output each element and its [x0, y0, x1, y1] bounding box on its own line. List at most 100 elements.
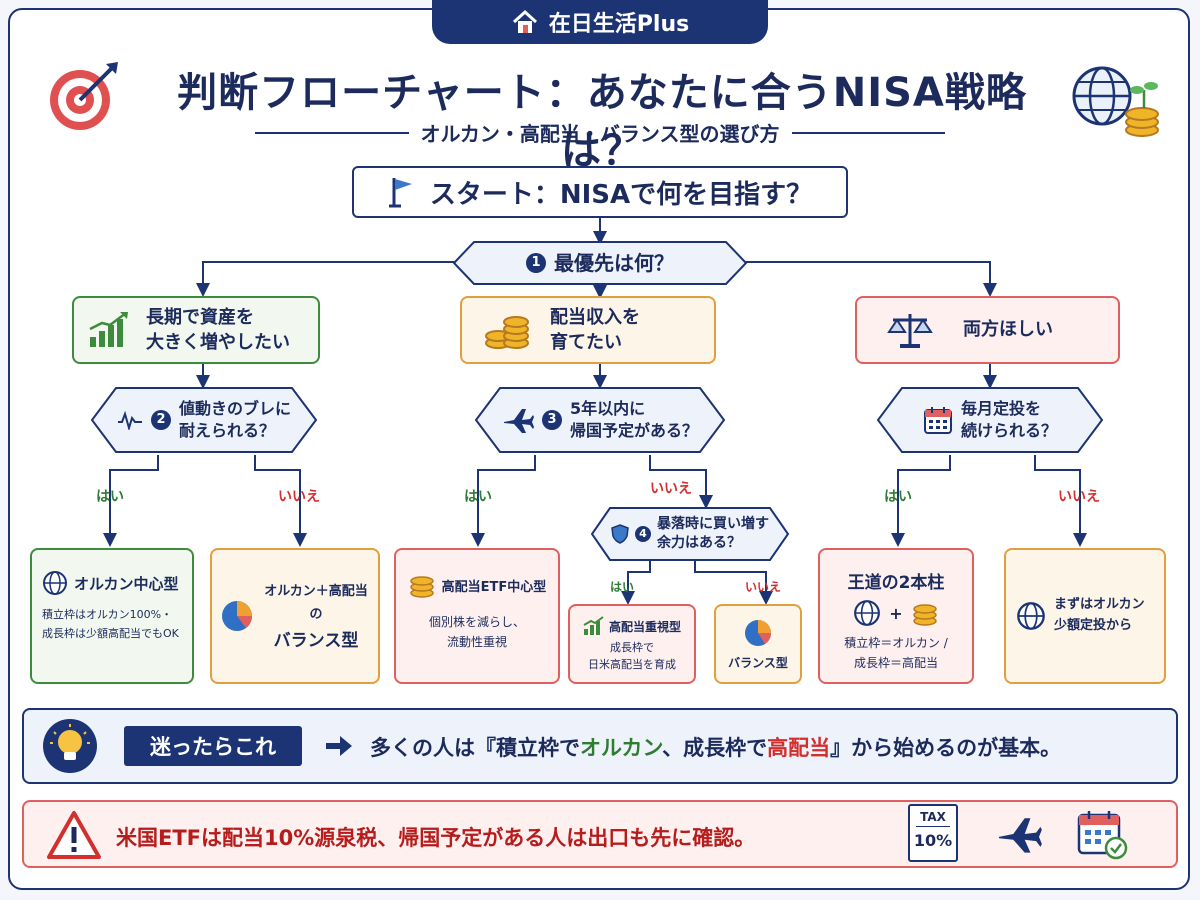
calendar-check-icon [1076, 808, 1128, 860]
warning-bar: 米国ETFは配当10%源泉税、帰国予定がある人は出口も先に確認。 TAX 10% [22, 800, 1178, 868]
question-1-text: 最優先は何？ [554, 250, 674, 275]
category-dividend-line2: 育てたい [550, 332, 622, 353]
question-2-line2: 耐えられる？ [178, 421, 275, 440]
coins-small-icon [408, 572, 436, 598]
question-2-number: 2 [150, 410, 171, 430]
pie-chart-icon [220, 599, 254, 633]
question-4: 4 暴落時に買い増す余力はある？ [590, 506, 790, 562]
target-icon [46, 58, 122, 134]
result-orukan-core-line2: 成長枠は少額高配当でもOK [42, 626, 179, 640]
tax-value: 10% [913, 831, 953, 850]
question-4-line2: 余力はある？ [657, 535, 741, 551]
start-label: スタート：NISAで何を目指す？ [429, 179, 813, 210]
result-dividend-focus: 高配当重視型 成長枠で日米高配当を育成 [568, 604, 696, 684]
home-icon [511, 9, 539, 35]
question-3-line1: 5年以内に [569, 399, 646, 419]
question-5: 毎月定投を続けられる？ [876, 386, 1104, 454]
subtitle-divider-right [791, 131, 945, 134]
result-two-pillars-line1: 積立枠＝オルカン / [844, 636, 948, 650]
brand-name: 在日生活Plus [548, 12, 690, 37]
result-orukan-core-title: オルカン中心型 [74, 574, 179, 593]
q4-yes-label: はい [610, 580, 635, 594]
category-both: 両方ほしい [855, 296, 1120, 364]
result-dividend-focus-line1: 成長枠で [610, 641, 654, 654]
coins-icon [484, 310, 530, 350]
question-3-line2: 帰国予定がある？ [569, 421, 698, 440]
coins-small-icon-2 [911, 600, 939, 626]
arrow-right-icon [324, 734, 354, 758]
q3-no-label: いいえ [650, 481, 692, 497]
tip-message: 多くの人は『積立枠でオルカン、成長枠で高配当』から始めるのが基本。 [370, 732, 1061, 762]
globe-coins-icon [1070, 64, 1166, 140]
q5-yes-label: はい [884, 489, 912, 505]
plus-sign: + [889, 603, 903, 623]
subtitle: オルカン・高配当・バランス型の選び方 [420, 122, 780, 146]
result-start-small-line2: 少額定投から [1054, 618, 1133, 633]
category-dividend-line1: 配当収入を [550, 306, 640, 328]
start-box: スタート：NISAで何を目指す？ [352, 166, 848, 218]
result-orukan-dividend-balance-line1: オルカン＋高配当の [264, 584, 368, 622]
result-orukan-core: オルカン中心型 積立枠はオルカン100%・成長枠は少額高配当でもOK [30, 548, 194, 684]
lightbulb-icon [42, 718, 98, 774]
result-balance: バランス型 [714, 604, 802, 684]
result-dividend-etf: 高配当ETF中心型 個別株を減らし、流動性重視 [394, 548, 560, 684]
result-balance-title: バランス型 [728, 655, 788, 670]
question-1-number: 1 [526, 253, 546, 273]
q2-yes-label: はい [96, 489, 124, 505]
shield-icon [611, 524, 629, 544]
subtitle-divider-left [255, 131, 409, 134]
globe-icon-3 [1016, 601, 1046, 631]
result-two-pillars: 王道の2本柱 + 積立枠＝オルカン /成長枠＝高配当 [818, 548, 974, 684]
q2-no-label: いいえ [278, 489, 320, 505]
result-start-small-line1: まずはオルカン [1054, 597, 1145, 613]
category-growth-line1: 長期で資産を [146, 306, 254, 328]
question-3-number: 3 [541, 410, 562, 430]
warning-icon [46, 810, 102, 860]
question-3: 3 5年以内に帰国予定がある？ [474, 386, 726, 454]
category-growth-line2: 大きく増やしたい [146, 332, 290, 353]
tip-text-orukan: オルカン [580, 736, 663, 760]
brand-tab: 在日生活Plus [432, 0, 768, 44]
airplane-icon [502, 406, 534, 434]
scale-icon [887, 310, 933, 350]
subtitle-row: オルカン・高配当・バランス型の選び方 [255, 118, 945, 147]
warning-text: 米国ETFは配当10%源泉税、帰国予定がある人は出口も先に確認。 [116, 826, 756, 850]
tip-text-3: 』から始めるのが基本。 [830, 736, 1062, 760]
question-2: 2 値動きのブレに耐えられる？ [90, 386, 318, 454]
globe-icon-2 [853, 599, 881, 627]
q5-no-label: いいえ [1058, 489, 1100, 505]
tip-text-koubaitou: 高配当 [767, 736, 831, 760]
tip-text-2: 、成長枠で [662, 736, 768, 760]
result-start-small: まずはオルカン少額定投から [1004, 548, 1166, 684]
calendar-icon [923, 405, 953, 435]
question-5-line2: 続けられる？ [960, 421, 1057, 440]
category-both-label: 両方ほしい [963, 319, 1053, 341]
category-dividend: 配当収入を育てたい [460, 296, 716, 364]
tax-label: TAX [920, 810, 946, 824]
q3-yes-label: はい [464, 489, 492, 505]
result-dividend-focus-title: 高配当重視型 [608, 619, 681, 634]
tip-text-1: 多くの人は『積立枠で [370, 736, 580, 760]
result-two-pillars-line2: 成長枠＝高配当 [853, 656, 938, 671]
page-title: 判断フローチャート：あなたに合うNISA戦略は？ [177, 70, 1027, 174]
tip-bar: 迷ったらこれ 多くの人は『積立枠でオルカン、成長枠で高配当』から始めるのが基本。 [22, 708, 1178, 784]
globe-icon [42, 570, 68, 596]
question-5-line1: 毎月定投を [960, 399, 1041, 419]
q4-no-label: いいえ [745, 580, 782, 594]
result-orukan-dividend-balance-line2: バランス型 [273, 630, 359, 651]
question-2-line1: 値動きのブレに [178, 399, 291, 419]
question-1: 1 最優先は何？ [452, 240, 748, 286]
growth-chart-icon [88, 311, 130, 349]
result-dividend-etf-line1: 個別株を減らし、 [428, 615, 525, 629]
question-4-number: 4 [635, 526, 651, 542]
tip-label: 迷ったらこれ [124, 726, 302, 766]
category-growth: 長期で資産を大きく増やしたい [72, 296, 320, 364]
tax-document-icon: TAX 10% [908, 804, 958, 862]
result-dividend-etf-title: 高配当ETF中心型 [441, 579, 547, 595]
volatility-icon [117, 410, 143, 430]
result-orukan-dividend-balance: オルカン＋高配当のバランス型 [210, 548, 380, 684]
result-dividend-focus-line2: 日米高配当を育成 [588, 657, 676, 671]
result-dividend-etf-line2: 流動性重視 [446, 635, 507, 650]
result-orukan-core-line1: 積立枠はオルカン100%・ [42, 608, 173, 621]
growth-chart-small-icon [583, 616, 605, 636]
